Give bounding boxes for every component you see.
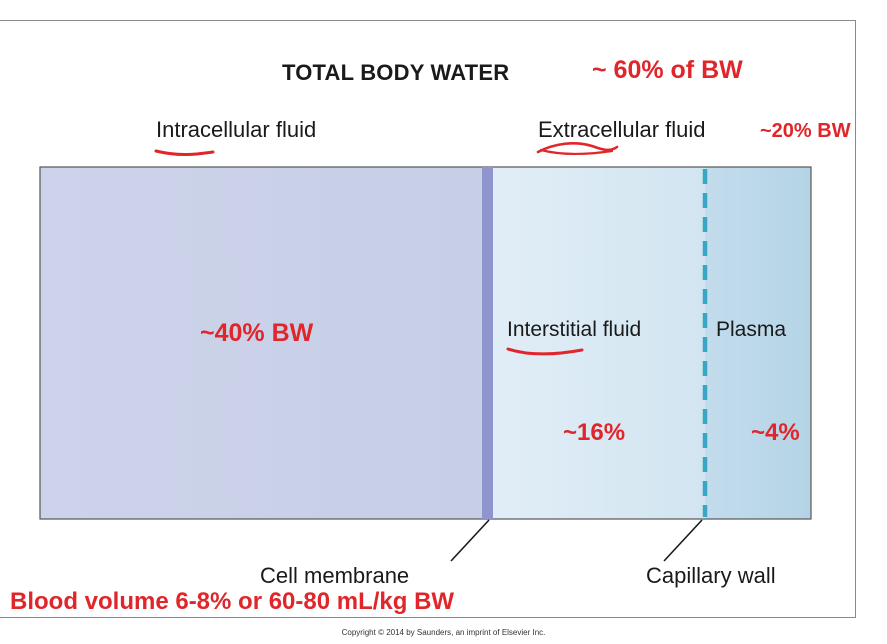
interstitial-underline-mark xyxy=(506,347,584,356)
intracellular-underline-mark xyxy=(154,149,215,156)
plasma-percent: ~4% xyxy=(751,419,800,446)
extracellular-underline-mark xyxy=(539,148,614,155)
blood-volume-annotation: Blood volume 6-8% or 60-80 mL/kg BW xyxy=(10,588,455,615)
cell-membrane-bar xyxy=(482,167,493,519)
extracellular-label: Extracellular fluid xyxy=(538,117,706,142)
capillary-wall-leader-line xyxy=(663,519,703,562)
plasma-label: Plasma xyxy=(716,318,787,341)
extracellular-squiggle-mark xyxy=(536,142,619,154)
copyright-notice: Copyright © 2014 by Saunders, an imprint… xyxy=(341,628,546,637)
interstitial-percent: ~16% xyxy=(563,419,626,446)
intracellular-compartment xyxy=(40,167,483,519)
cell-membrane-leader-line xyxy=(450,519,490,562)
compartment-outline xyxy=(39,166,812,520)
interstitial-compartment xyxy=(483,167,705,519)
cell-membrane-label: Cell membrane xyxy=(260,563,410,588)
title-annotation: ~ 60% of BW xyxy=(592,56,743,84)
intracellular-percent: ~40% BW xyxy=(200,319,314,347)
plasma-compartment xyxy=(705,167,811,519)
capillary-wall-label: Capillary wall xyxy=(646,563,776,588)
extracellular-annotation: ~20% BW xyxy=(760,120,851,142)
intracellular-label: Intracellular fluid xyxy=(156,117,317,142)
interstitial-label: Interstitial fluid xyxy=(507,318,642,341)
diagram-title: TOTAL BODY WATER xyxy=(282,60,510,85)
